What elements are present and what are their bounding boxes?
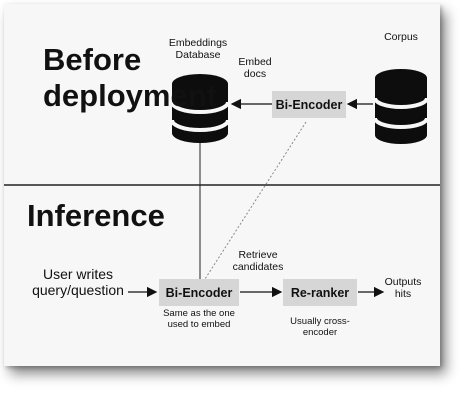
section-title-inference: Inference xyxy=(27,198,165,233)
embeddings-database-icon xyxy=(170,74,230,143)
dotted-same-model-link xyxy=(204,121,307,280)
embeddings-database-label: Embeddings Database xyxy=(168,37,228,62)
reranker-note: Usually cross-encoder xyxy=(290,316,350,338)
bi-encoder-note: Same as the one used to embed xyxy=(163,308,235,330)
retrieve-candidates-label: Retrieve candidates xyxy=(232,249,284,274)
bi-encoder-box-top: Bi-Encoder xyxy=(272,91,346,118)
reranker-box: Re-ranker xyxy=(283,279,357,306)
corpus-label: Corpus xyxy=(384,31,418,43)
embed-docs-label: Embed docs xyxy=(238,56,272,81)
user-query-label: User writes query/question xyxy=(32,266,124,299)
bi-encoder-box-bottom: Bi-Encoder xyxy=(159,279,239,306)
corpus-database-icon xyxy=(373,69,429,144)
section-title-before: Before deployment xyxy=(43,42,217,113)
outputs-hits-label: Outputs hits xyxy=(384,276,422,301)
